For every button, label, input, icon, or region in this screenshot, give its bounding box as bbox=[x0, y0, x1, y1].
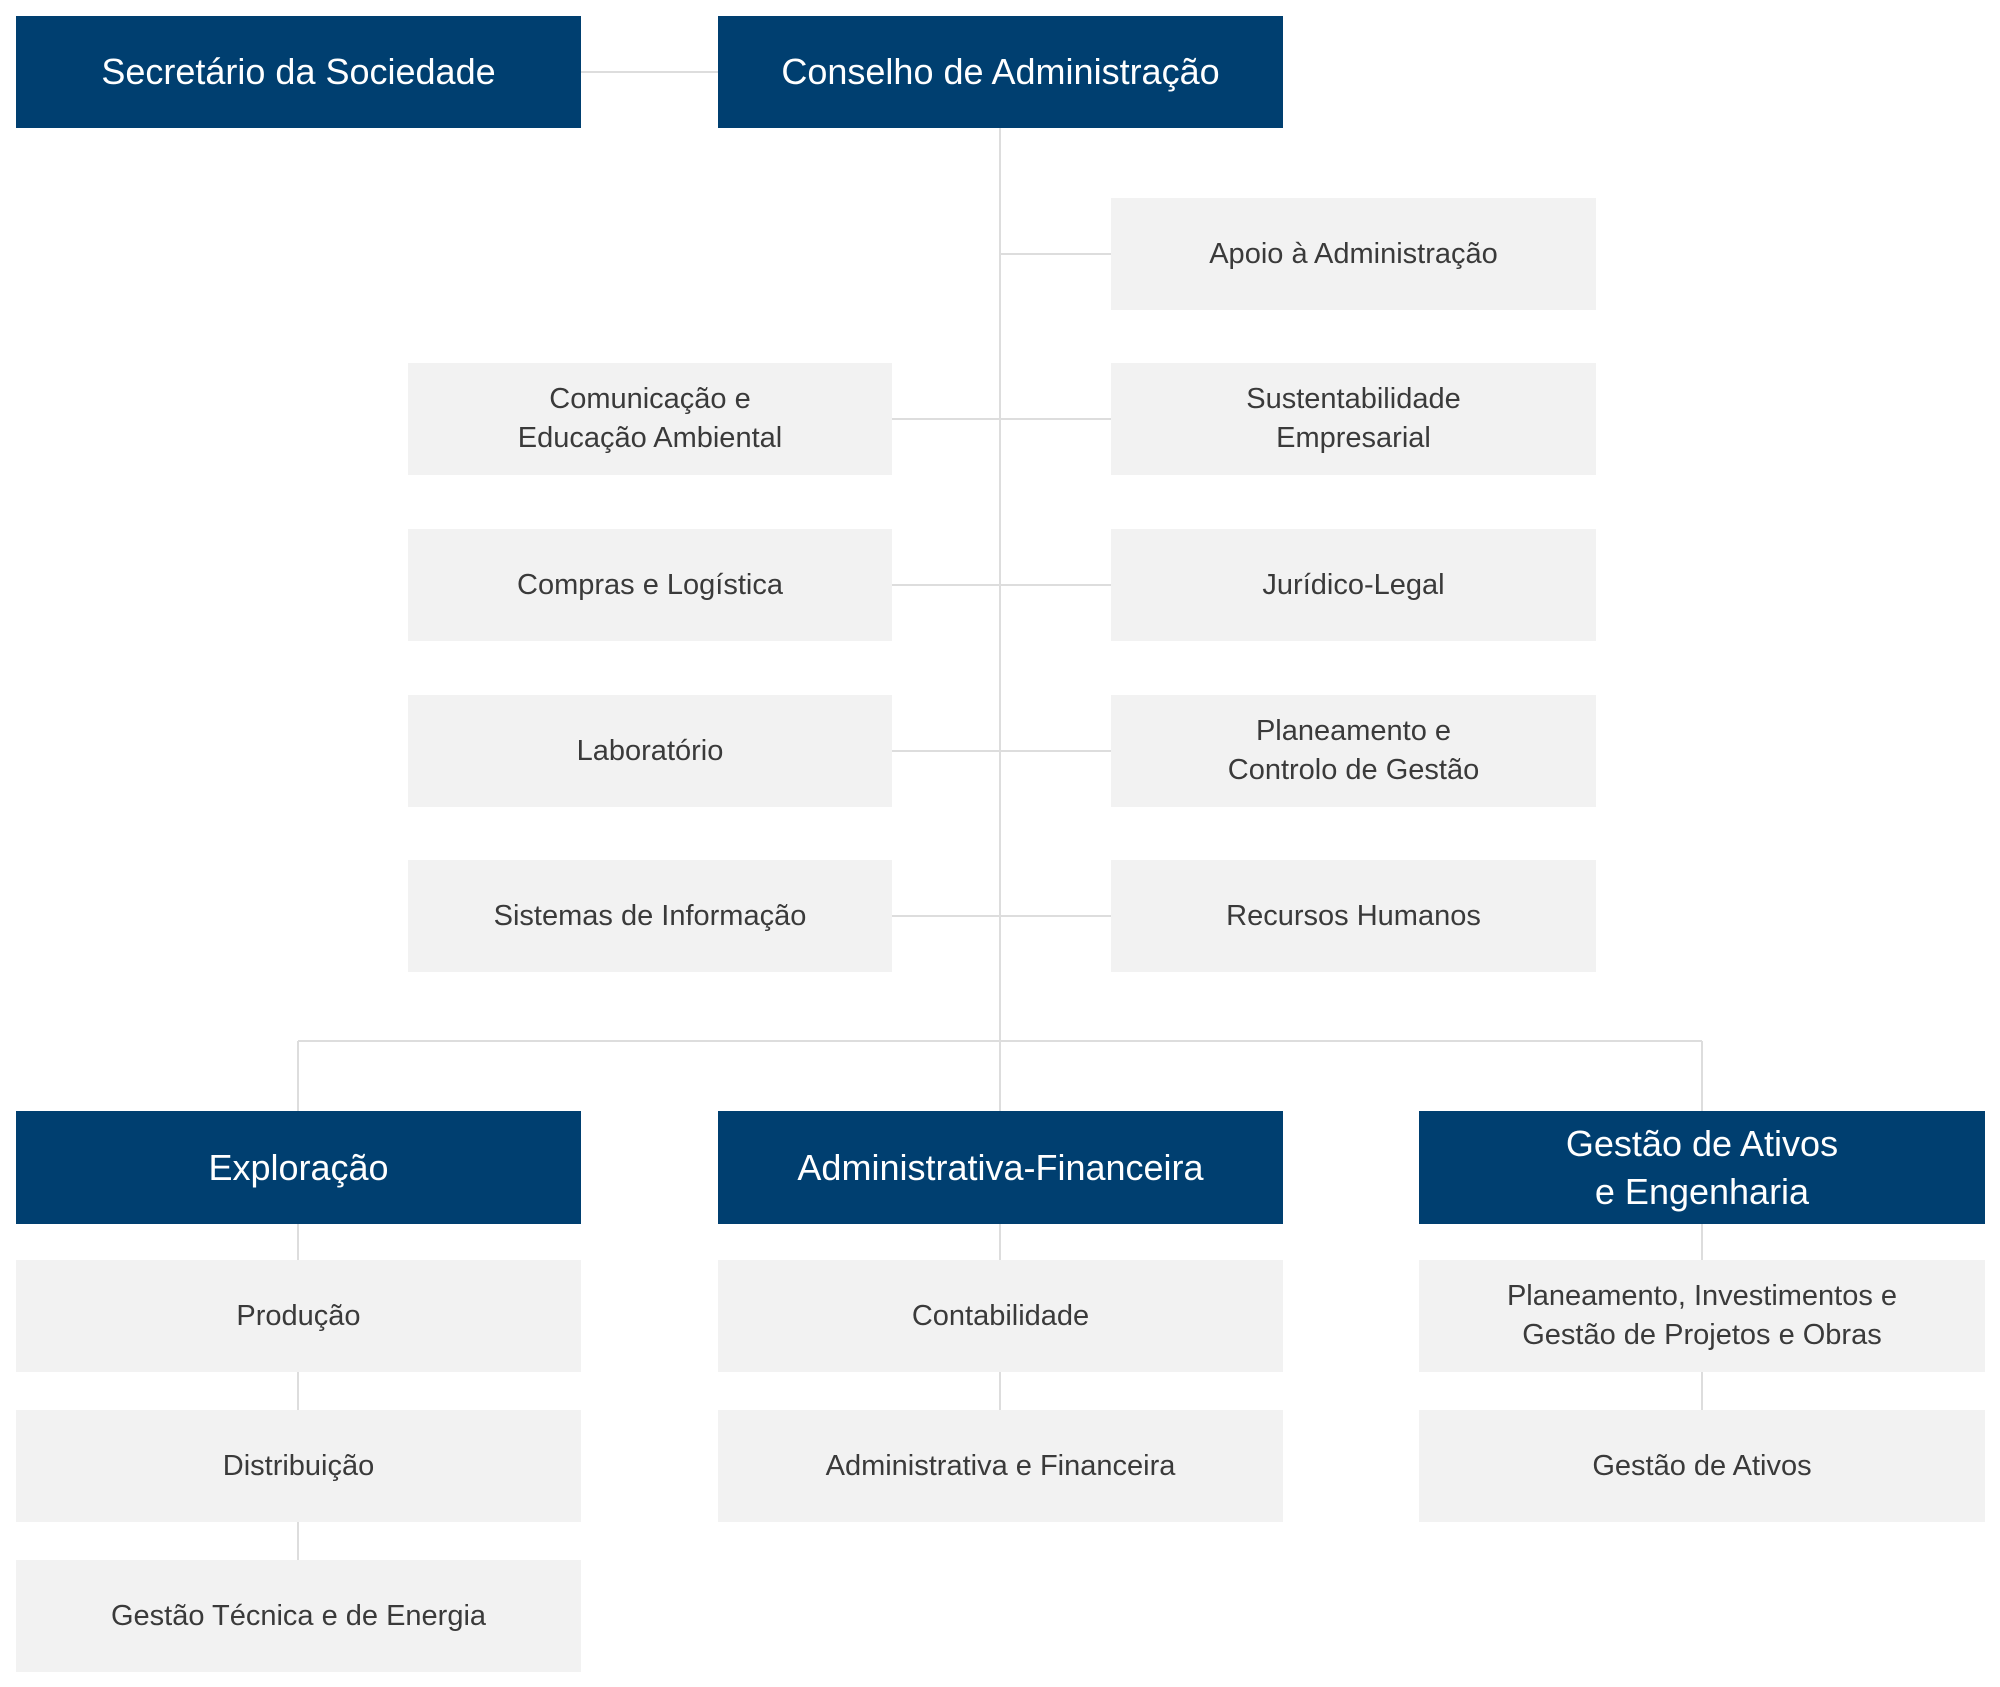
staff-unit-sustainability: Sustentabilidade Empresarial bbox=[1111, 363, 1596, 475]
staff-unit-label: Compras e Logística bbox=[517, 568, 783, 601]
division-label: Gestão de Ativos e Engenharia bbox=[1565, 1122, 1839, 1212]
board-label: Conselho de Administração bbox=[781, 51, 1220, 92]
unit-label: Contabilidade bbox=[911, 1299, 1090, 1332]
unit-admin-finance: Administrativa e Financeira bbox=[718, 1410, 1283, 1522]
staff-unit-label: Jurídico-Legal bbox=[1262, 568, 1445, 601]
staff-unit-hr: Recursos Humanos bbox=[1111, 860, 1596, 972]
staff-unit-label: Recursos Humanos bbox=[1226, 899, 1481, 932]
unit-label: Produção bbox=[236, 1299, 361, 1332]
board-box: Conselho de Administração bbox=[718, 16, 1283, 128]
secretary-box: Secretário da Sociedade bbox=[16, 16, 581, 128]
staff-unit-planning: Planeamento e Controlo de Gestão bbox=[1111, 695, 1596, 807]
unit-label: Distribuição bbox=[222, 1449, 375, 1482]
staff-unit-support: Apoio à Administração bbox=[1111, 198, 1596, 310]
staff-unit-label: Sistemas de Informação bbox=[493, 899, 807, 932]
unit-accounting: Contabilidade bbox=[718, 1260, 1283, 1372]
staff-unit-label: Sustentabilidade Empresarial bbox=[1246, 383, 1461, 454]
unit-production: Produção bbox=[16, 1260, 581, 1372]
unit-label: Administrativa e Financeira bbox=[825, 1449, 1176, 1482]
unit-label: Gestão Técnica e de Energia bbox=[110, 1599, 487, 1632]
unit-label: Gestão de Ativos bbox=[1592, 1449, 1812, 1482]
staff-unit-label: Comunicação e Educação Ambiental bbox=[517, 383, 783, 454]
staff-unit-information-systems: Sistemas de Informação bbox=[408, 860, 892, 972]
staff-unit-label: Apoio à Administração bbox=[1209, 237, 1498, 270]
unit-technical-energy: Gestão Técnica e de Energia bbox=[16, 1560, 581, 1672]
staff-unit-label: Planeamento e Controlo de Gestão bbox=[1227, 715, 1480, 786]
secretary-label: Secretário da Sociedade bbox=[101, 51, 496, 92]
staff-unit-label: Laboratório bbox=[576, 734, 724, 767]
division-assets-engineering: Gestão de Ativos e Engenharia bbox=[1419, 1111, 1985, 1224]
division-label: Administrativa-Financeira bbox=[797, 1146, 1204, 1188]
staff-unit-legal: Jurídico-Legal bbox=[1111, 529, 1596, 641]
staff-unit-laboratory: Laboratório bbox=[408, 695, 892, 807]
staff-unit-communication: Comunicação e Educação Ambiental bbox=[408, 363, 892, 475]
staff-unit-purchasing: Compras e Logística bbox=[408, 529, 892, 641]
unit-label: Planeamento, Investimentos e Gestão de P… bbox=[1506, 1280, 1898, 1351]
division-exploration: Exploração bbox=[16, 1111, 581, 1224]
division-label: Exploração bbox=[208, 1146, 389, 1188]
unit-asset-management: Gestão de Ativos bbox=[1419, 1410, 1985, 1522]
division-admin-finance: Administrativa-Financeira bbox=[718, 1111, 1283, 1224]
unit-planning-projects: Planeamento, Investimentos e Gestão de P… bbox=[1419, 1260, 1985, 1372]
unit-distribution: Distribuição bbox=[16, 1410, 581, 1522]
